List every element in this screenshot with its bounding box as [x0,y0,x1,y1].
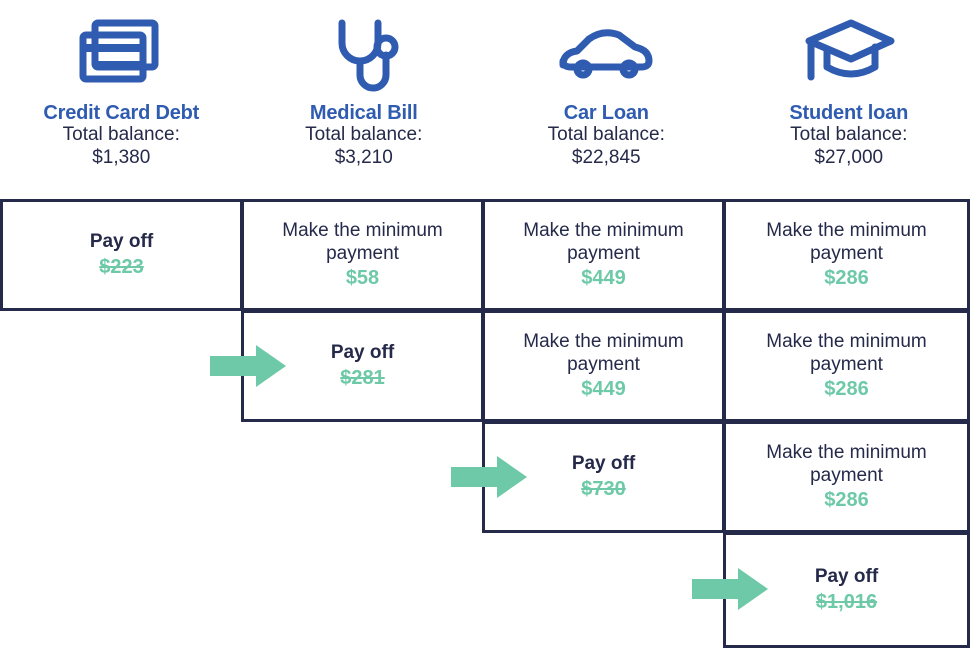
debt-name: Credit Card Debt [43,102,200,124]
cell-action: Make the minimum payment [523,330,684,375]
cell-amount: $449 [581,378,626,401]
debt-balance-label: Total balance: [547,124,665,146]
debt-balance-value: $27,000 [814,146,884,168]
debt-column-credit-card: Credit Card Debt Total balance: $1,380 [0,0,243,200]
stethoscope-icon [316,6,412,102]
cell-action: Make the minimum payment [282,219,443,264]
cell-action: Pay off [330,342,395,364]
cell-amount: $281 [340,366,385,389]
table-row-1-cell-credit-card: Pay off $223 [0,199,243,311]
debt-balance-label: Total balance: [62,124,180,146]
credit-cards-icon [73,6,169,102]
table-row-1-cell-medical-bill: Make the minimum payment $58 [241,199,484,311]
cell-amount: $286 [824,489,869,512]
cell-action: Make the minimum payment [766,441,927,486]
debt-header-row: Credit Card Debt Total balance: $1,380 M… [0,0,970,200]
table-row-1-cell-student-loan: Make the minimum payment $286 [723,199,970,311]
table-row-2-cell-student-loan: Make the minimum payment $286 [723,310,970,422]
debt-balance-value: $3,210 [334,146,393,168]
cell-amount: $730 [581,477,626,500]
cell-action: Make the minimum payment [766,219,927,264]
cell-amount: $1,016 [815,590,878,613]
cell-amount: $223 [99,255,144,278]
car-icon [551,6,661,102]
cell-amount: $286 [824,267,869,290]
cell-amount: $58 [345,267,380,290]
cell-action: Make the minimum payment [523,219,684,264]
debt-name: Student loan [789,102,909,124]
debt-balance-value: $1,380 [92,146,151,168]
debt-name: Car Loan [563,102,649,124]
snowball-arrow-row-3: snowball-arrow-row-3 [451,456,527,498]
cell-amount: $286 [824,378,869,401]
payoff-plan-grid: Pay off $223 Make the minimum payment $5… [0,199,970,653]
snowball-arrow-row-4: snowball-arrow-row-4 [692,568,768,610]
graduation-cap-icon [799,6,899,102]
table-row-2-cell-car-loan: Make the minimum payment $449 [482,310,725,422]
table-row-3-cell-student-loan: Make the minimum payment $286 [723,421,970,533]
cell-action: Pay off [89,231,154,253]
debt-balance-label: Total balance: [305,124,423,146]
cell-action: Make the minimum payment [766,330,927,375]
table-row-1-cell-car-loan: Make the minimum payment $449 [482,199,725,311]
debt-balance-label: Total balance: [790,124,908,146]
debt-column-student-loan: Student loan Total balance: $27,000 [728,0,970,200]
cell-action: Pay off [571,453,636,475]
cell-amount: $449 [581,267,626,290]
snowball-arrow-row-2: snowball-arrow-row-2 [210,345,286,387]
debt-column-car-loan: Car Loan Total balance: $22,845 [485,0,728,200]
cell-action: Pay off [814,566,879,588]
debt-name: Medical Bill [309,102,418,124]
debt-balance-value: $22,845 [571,146,641,168]
debt-column-medical-bill: Medical Bill Total balance: $3,210 [243,0,486,200]
